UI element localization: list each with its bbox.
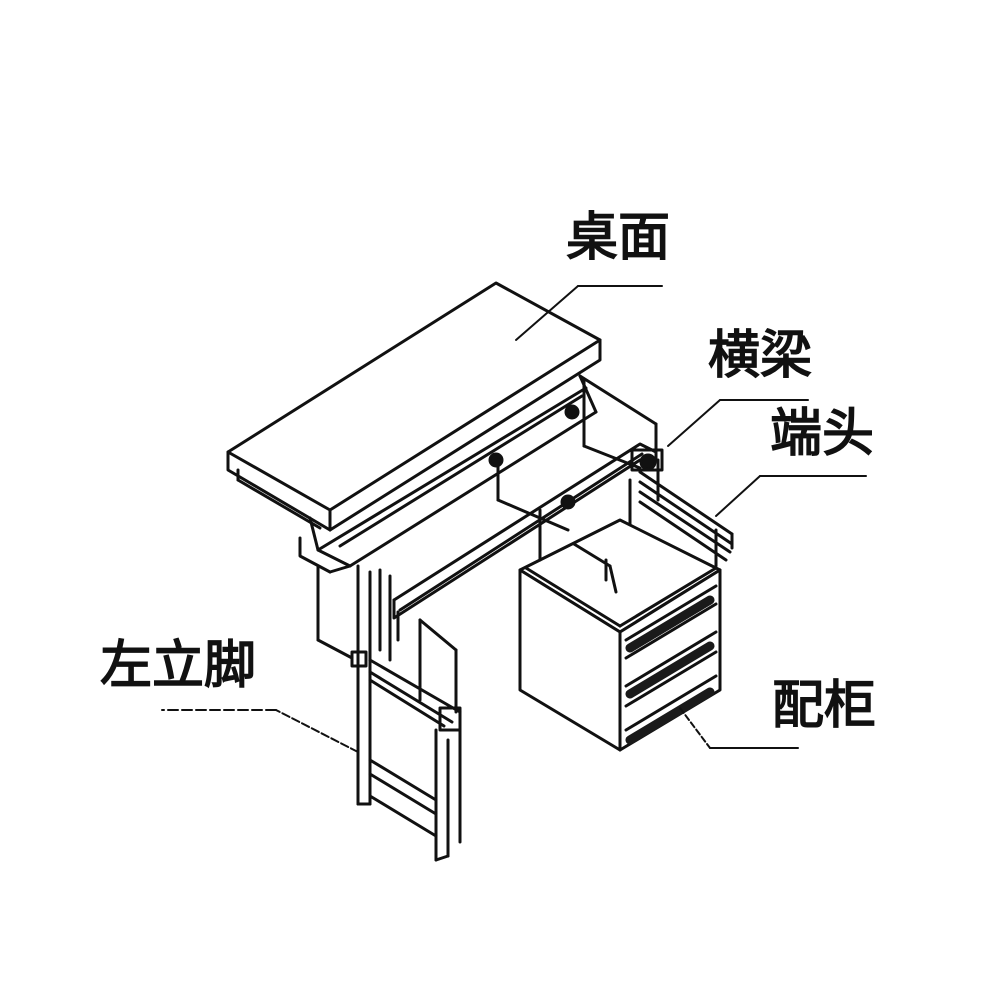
leader-lines (161, 285, 867, 753)
label-end-cap: 端头 (770, 404, 875, 464)
end-cap (628, 458, 734, 568)
crossbeam (392, 374, 664, 620)
leader-desktop (515, 285, 579, 341)
leader-endcap (715, 475, 761, 517)
cabinet (518, 508, 722, 752)
label-desktop: 桌面 (566, 208, 671, 268)
label-crossbeam: 横梁 (708, 326, 813, 386)
leader-crossbeam (667, 399, 721, 447)
left-leg (316, 564, 462, 862)
label-left-leg: 左立脚 (100, 636, 257, 696)
label-cabinet: 配柜 (772, 676, 877, 736)
desktop-panel (226, 281, 602, 532)
leader-leftleg (275, 709, 359, 753)
leader-cabinet (679, 707, 711, 749)
front-beam (298, 374, 598, 574)
